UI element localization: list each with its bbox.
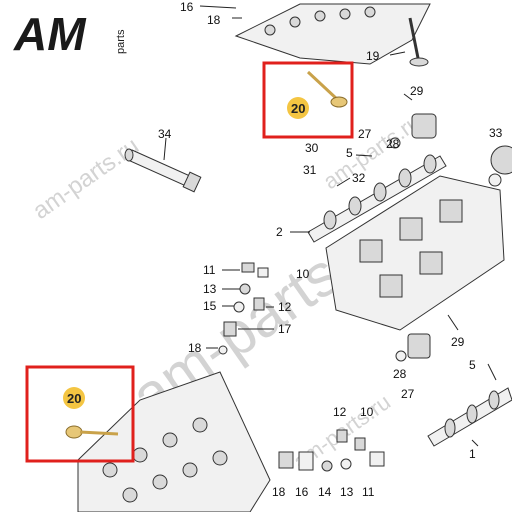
callout-14: 14 <box>318 485 332 499</box>
sealant-tube-34 <box>124 137 202 193</box>
callout-18: 18 <box>188 341 202 355</box>
callout-28: 28 <box>386 137 400 151</box>
highlight-box-upper <box>262 61 354 139</box>
callout-1: 1 <box>469 447 476 461</box>
highlight-label-lower: 20 <box>67 391 81 406</box>
callout-32: 32 <box>352 171 366 185</box>
camshaft-upper <box>307 154 447 243</box>
callout-18: 18 <box>207 13 221 27</box>
lower-cylinder-head <box>77 371 271 512</box>
callout-11: 11 <box>203 263 216 277</box>
callout-34: 34 <box>158 127 172 141</box>
logo-sub: parts <box>115 29 127 54</box>
upper-cylinder-head <box>234 3 431 65</box>
small-parts-bottom <box>278 429 385 472</box>
logo-mark: AM <box>13 8 87 60</box>
callout-16: 16 <box>180 0 194 14</box>
callout-12: 12 <box>278 300 292 314</box>
highlight-label-upper: 20 <box>291 101 305 116</box>
callout-labels: 16 18 19 29 27 28 34 30 5 31 32 33 2 11 … <box>158 0 503 499</box>
callout-31: 31 <box>303 163 317 177</box>
callout-13: 13 <box>340 485 354 499</box>
callout-13: 13 <box>203 282 217 296</box>
callout-5: 5 <box>469 358 476 372</box>
callout-5: 5 <box>346 146 353 160</box>
callout-27: 27 <box>358 127 372 141</box>
callout-15: 15 <box>203 299 217 313</box>
callout-29: 29 <box>451 335 465 349</box>
leader-lines <box>199 5 497 447</box>
callout-27: 27 <box>401 387 415 401</box>
callout-12: 12 <box>333 405 347 419</box>
valve-20-lower: 20 <box>25 365 135 463</box>
callout-33: 33 <box>489 126 503 140</box>
callout-10: 10 <box>296 267 310 281</box>
valve-19 <box>408 17 429 67</box>
callout-16: 16 <box>295 485 309 499</box>
callout-10: 10 <box>360 405 374 419</box>
valve-20-upper: 20 <box>262 61 354 139</box>
sprocket-33 <box>488 145 512 187</box>
callout-2: 2 <box>276 225 283 239</box>
callout-29: 29 <box>410 84 424 98</box>
callout-18: 18 <box>272 485 286 499</box>
camshaft-lower <box>427 387 512 447</box>
cam-adjuster-27-upper <box>389 93 437 149</box>
callout-28: 28 <box>393 367 407 381</box>
watermark-text: am-parts.ru <box>28 132 144 224</box>
cylinder-head-right <box>325 175 505 331</box>
callout-30: 30 <box>305 141 319 155</box>
callout-17: 17 <box>278 322 292 336</box>
callout-11: 11 <box>362 485 375 499</box>
callout-19: 19 <box>366 49 380 63</box>
cam-adjuster-27-lower <box>395 333 431 362</box>
am-parts-logo: AM parts <box>13 8 127 60</box>
small-parts-left <box>218 262 269 355</box>
highlight-box-lower <box>25 365 135 463</box>
